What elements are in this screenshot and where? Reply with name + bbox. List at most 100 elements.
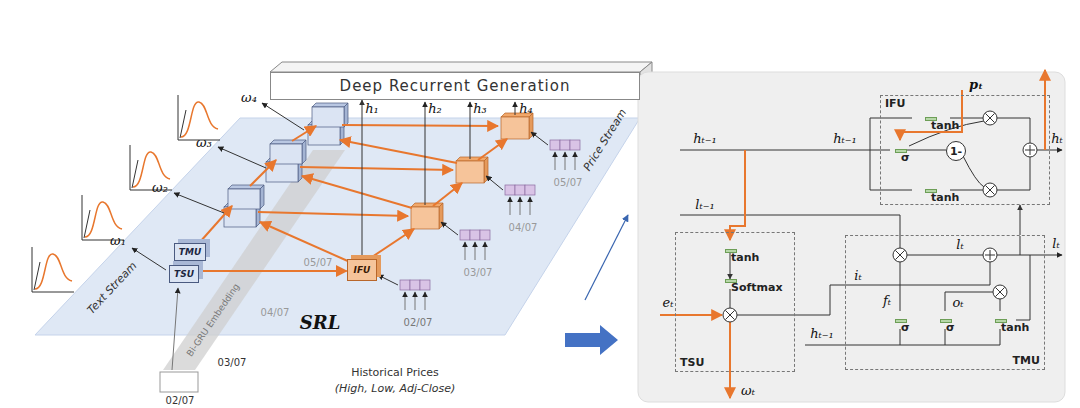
cell-orange-wire (660, 314, 722, 316)
cell-wire (997, 118, 1030, 143)
bi-gru-band (172, 288, 178, 370)
price-input (486, 176, 503, 190)
price-input (415, 292, 416, 310)
date-label: 03/07 (464, 267, 493, 278)
date-label: 05/07 (304, 257, 333, 268)
price-stream-line (585, 215, 628, 300)
ifu-unit: IFU tanh σ 1- tanh (880, 95, 1050, 205)
price-input (560, 140, 570, 150)
operator-symbol (983, 111, 997, 125)
attention-chart (181, 102, 218, 137)
recurrent-cube (529, 113, 533, 139)
signal-name: hₜ₋₁ (810, 326, 834, 341)
cell-wire (945, 292, 993, 311)
attention-weight: ω₂ (152, 180, 168, 195)
orange-flow (200, 206, 232, 242)
attention-weight: ω₁ (110, 233, 126, 248)
sigmoid-gate: σ (895, 149, 907, 153)
unit-heading: TMU (1013, 354, 1040, 367)
recurrent-cube (228, 189, 260, 209)
cell-wire (870, 118, 912, 150)
operator-symbol (983, 248, 997, 262)
signal-name: hₜ (1051, 131, 1063, 146)
price-input (460, 230, 470, 240)
cell-wire (997, 157, 1030, 190)
cell-wire (900, 329, 901, 345)
signal-name: oₜ (952, 295, 963, 310)
node-text: tanh (931, 119, 959, 132)
tanh-gate: tanh (995, 319, 1007, 323)
complement-node: 1- (946, 141, 966, 161)
price-input (515, 185, 525, 195)
hidden-output-line (515, 102, 516, 115)
hidden-output-line (470, 102, 471, 159)
transition-arrow (565, 325, 618, 355)
hidden-state: h₃ (473, 101, 487, 116)
recurrent-cube (344, 103, 348, 127)
signal-name: eₜ (663, 295, 674, 310)
node-text: TMU (179, 247, 201, 257)
date-label: 04/07 (509, 222, 538, 233)
price-input (470, 230, 480, 240)
recurrent-cube (312, 103, 348, 107)
hidden-state: h₄ (519, 101, 533, 116)
signal-name: iₜ (854, 268, 861, 283)
node-text: tanh (731, 251, 759, 264)
date-label: 05/07 (554, 177, 583, 188)
omega-arrow (132, 103, 304, 270)
orange-flow (292, 126, 316, 141)
orange-flow (478, 139, 507, 160)
operator-symbol (986, 114, 995, 123)
node-text: σ (901, 321, 910, 334)
operator-symbol (1025, 145, 1035, 155)
operator-symbol (1023, 143, 1037, 157)
hidden-output-line (425, 102, 426, 205)
recurrent-cube (456, 157, 488, 161)
tanh-gate: tanh (725, 249, 737, 253)
softmax-gate: Softmax (725, 279, 737, 283)
price-input (441, 222, 458, 235)
recurrent-cube (411, 207, 439, 229)
connector (199, 270, 347, 272)
price-input (400, 280, 410, 290)
orange-flow (258, 212, 408, 216)
cell-orange-wire (660, 70, 1045, 398)
orange-flow (433, 183, 462, 206)
node-text: σ (946, 321, 955, 334)
connector (362, 100, 363, 259)
attention-chart (180, 110, 186, 138)
node-text: Deep Recurrent Generation (340, 77, 571, 95)
omega-arrow (174, 193, 224, 213)
bi-gru-band (160, 372, 198, 392)
operator-symbol (986, 186, 995, 195)
recurrent-cube (302, 140, 306, 164)
omega-arrow (262, 103, 304, 130)
price-input (520, 197, 521, 215)
tmu-unit: TMU σ σ tanh (845, 235, 1045, 370)
price-input (570, 140, 580, 150)
node-text: TSU (174, 269, 194, 279)
connector (1020, 205, 1021, 235)
cell-wire (1000, 299, 1001, 311)
attention-weight: ω₃ (196, 135, 212, 150)
price-input (405, 292, 406, 310)
node-text: tanh (1001, 321, 1029, 334)
orange-flow (340, 140, 457, 163)
connector (730, 253, 731, 279)
tsu-cube: TSU (169, 265, 199, 283)
price-input (480, 230, 490, 240)
operator-symbol (893, 248, 907, 262)
price-input (565, 152, 566, 170)
cell-panel (638, 72, 1065, 402)
date-label: 03/07 (218, 357, 247, 368)
signal-name: hₜ₋₁ (693, 131, 717, 146)
cell-orange-wire (730, 150, 745, 240)
recurrent-cube (439, 203, 443, 229)
generation-bar-faces (270, 62, 652, 72)
node-text: tanh (931, 191, 959, 204)
unit-heading: IFU (885, 97, 906, 110)
tmu-cube: TMU (174, 243, 206, 261)
cell-wire (1020, 236, 1021, 255)
